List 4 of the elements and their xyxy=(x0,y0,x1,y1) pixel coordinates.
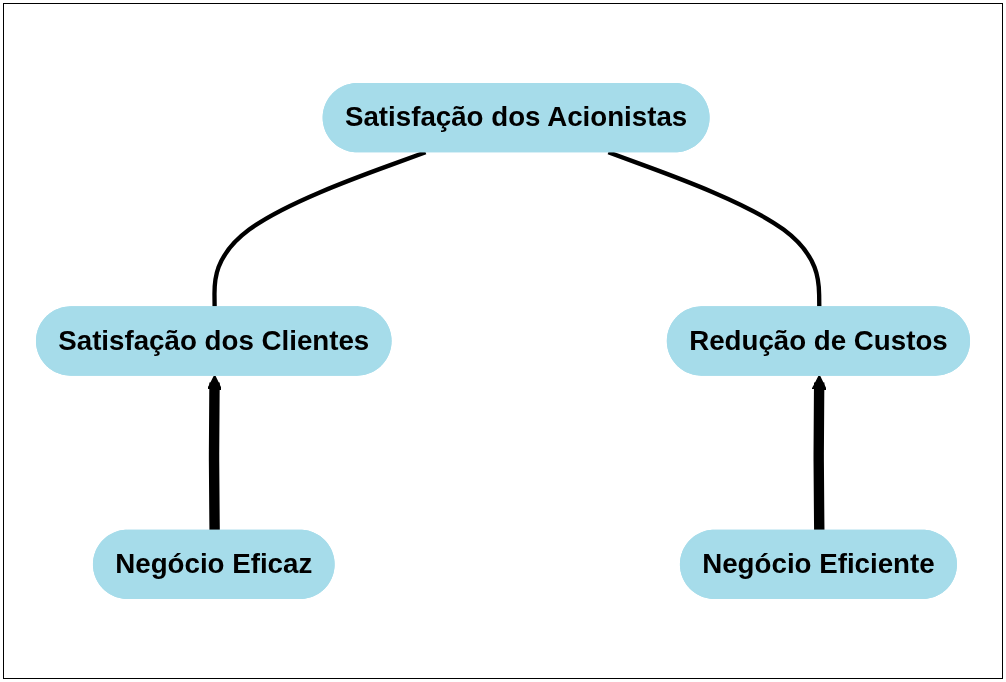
connector xyxy=(212,150,427,309)
connector xyxy=(607,150,822,309)
arrow xyxy=(206,374,223,532)
arrow xyxy=(811,374,827,532)
